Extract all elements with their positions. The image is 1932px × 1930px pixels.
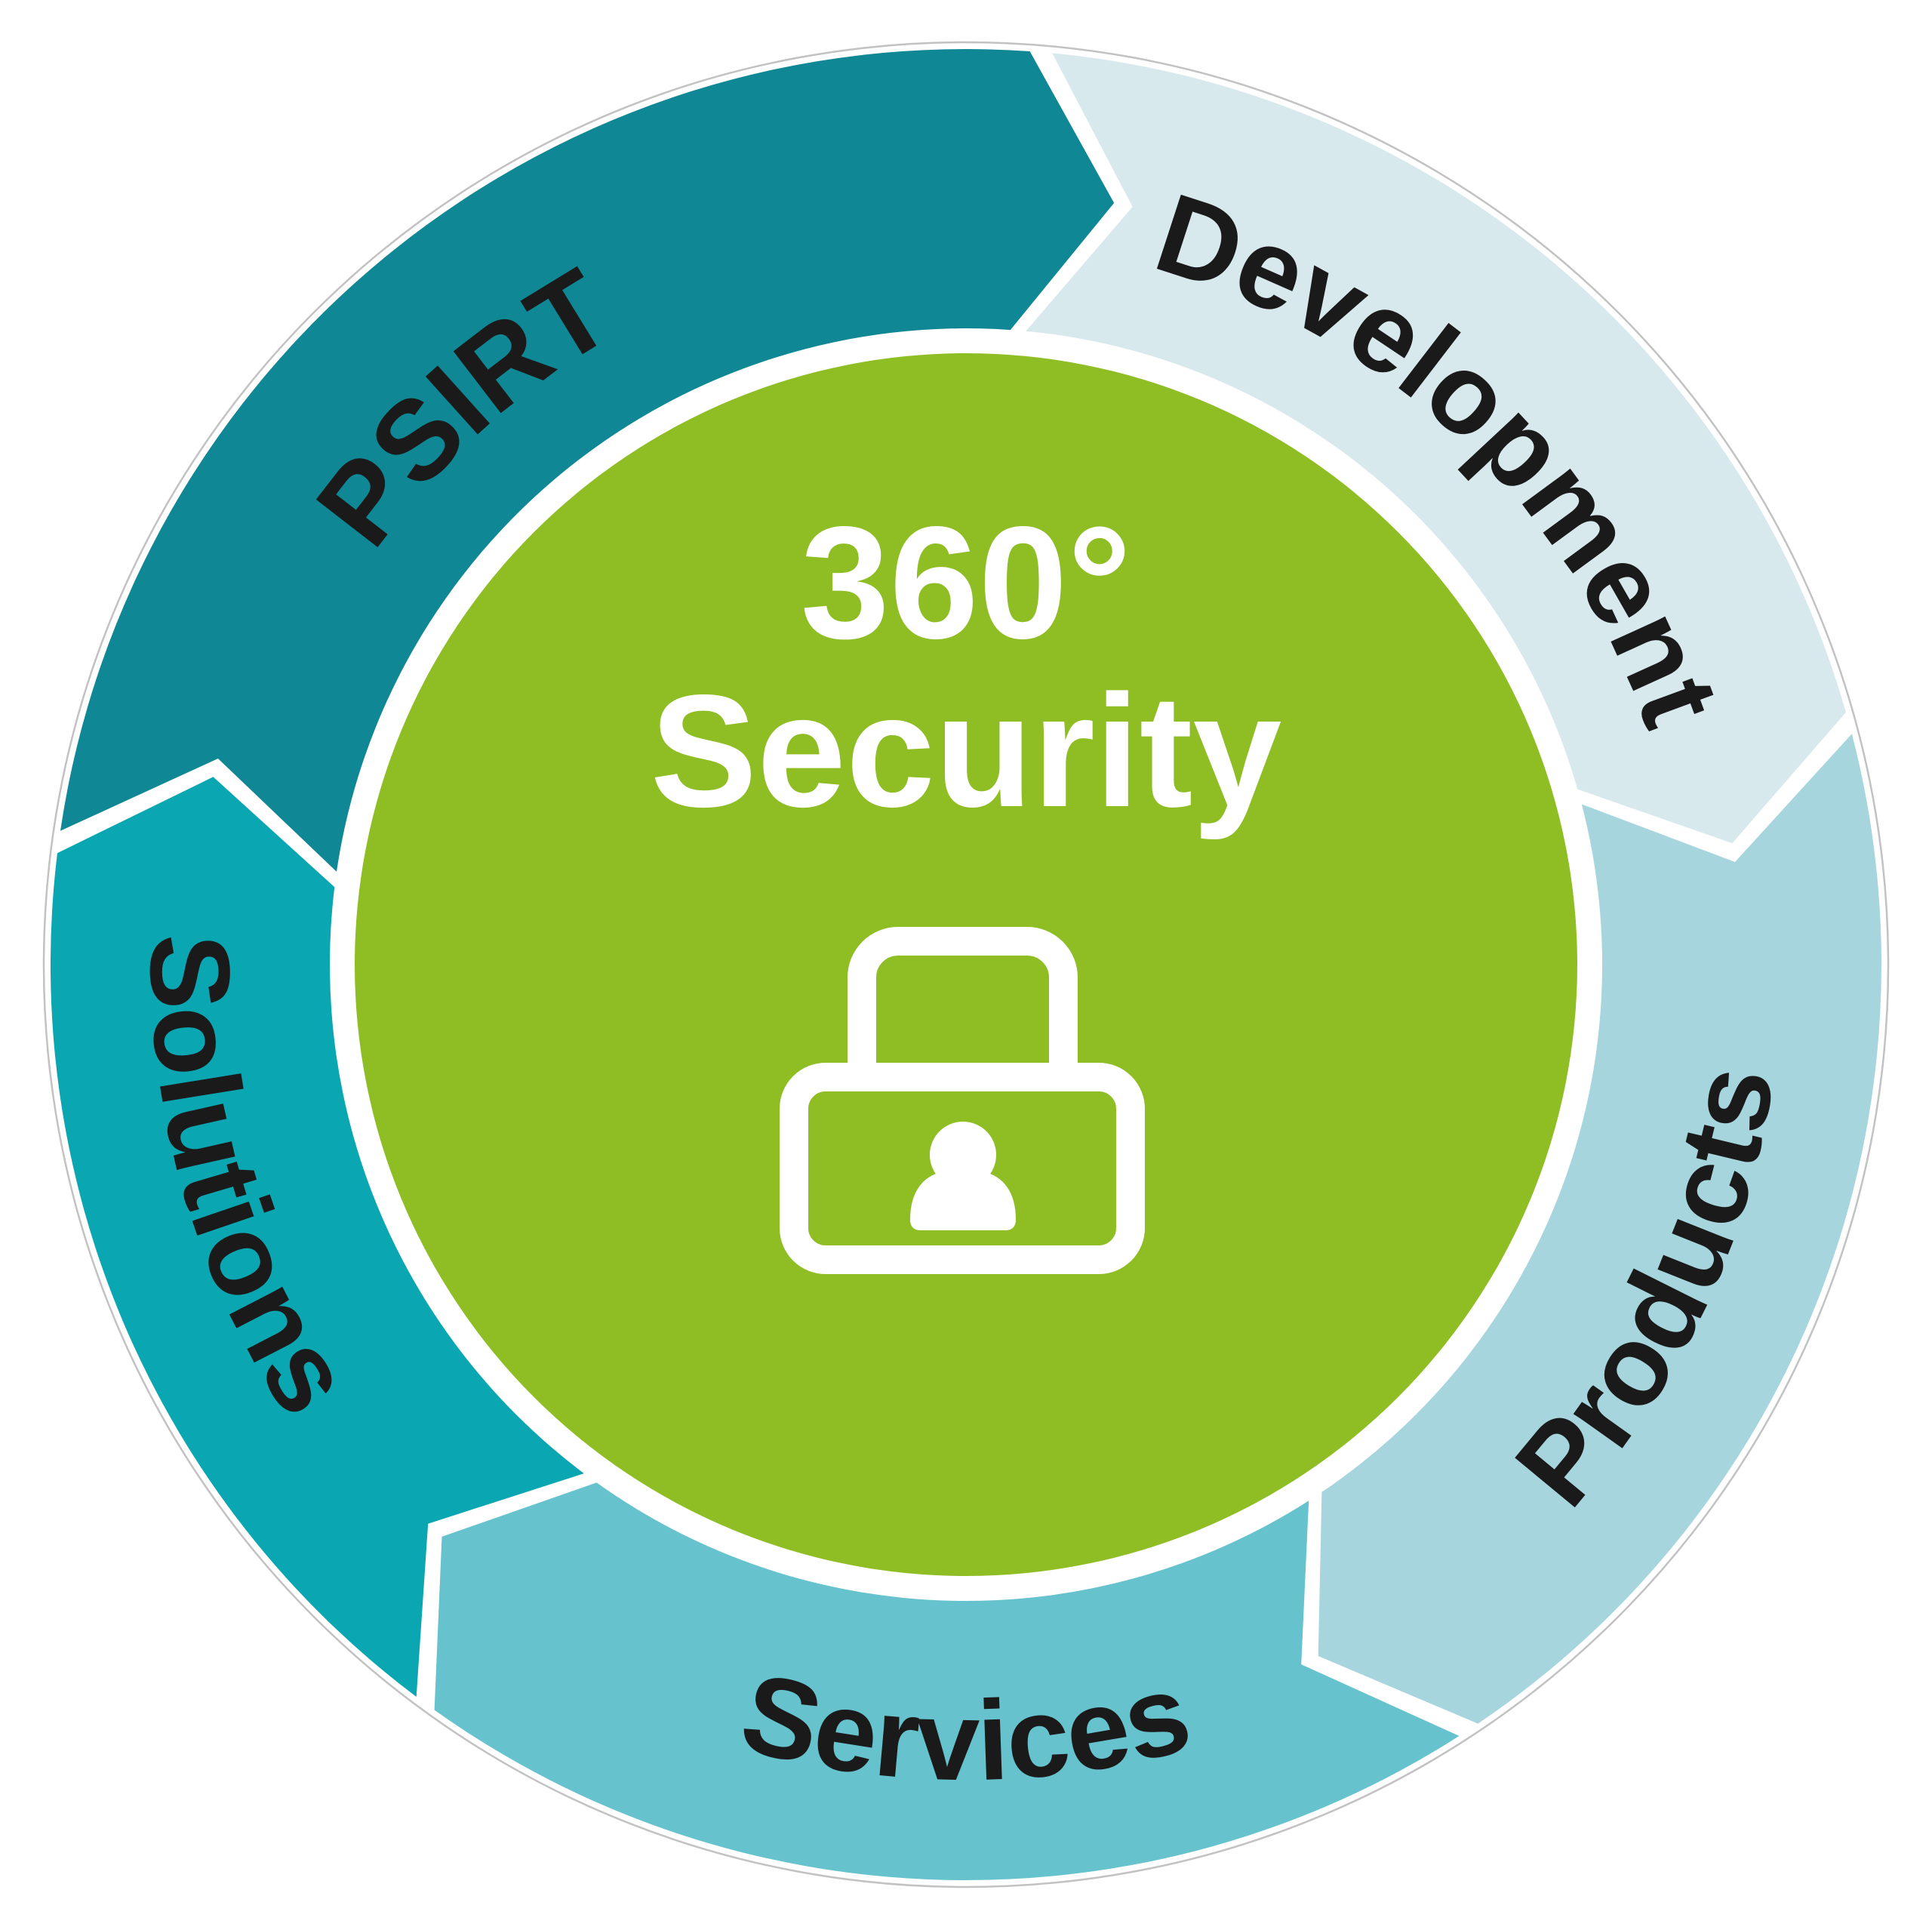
cycle-ring: DevelopmentProductsServicesSolutionsPSIR… bbox=[50, 49, 1881, 1880]
center-title-security: Security bbox=[651, 661, 1282, 840]
segment-services bbox=[434, 1482, 1460, 1880]
segment-products bbox=[1318, 734, 1881, 1724]
segment-solutions bbox=[50, 777, 584, 1697]
lock-user-icon bbox=[780, 927, 1145, 1274]
segment-psirt bbox=[60, 49, 1115, 872]
segment-development bbox=[1026, 53, 1846, 844]
outer-boundary-circle bbox=[42, 41, 1890, 1888]
person-shoulders-icon bbox=[910, 1171, 1016, 1230]
center-title-360: 360° bbox=[801, 493, 1132, 672]
center-circle bbox=[355, 353, 1577, 1576]
